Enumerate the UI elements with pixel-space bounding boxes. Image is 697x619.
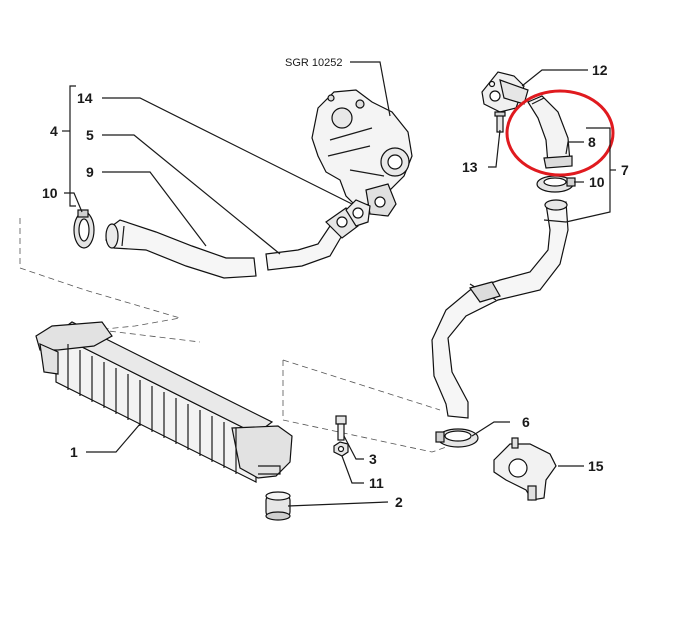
callout-10-left: 10 [42, 185, 58, 201]
callout-2: 2 [395, 494, 403, 510]
clamp-10-right [536, 175, 576, 193]
intercooler [35, 321, 293, 483]
callout-14: 14 [77, 90, 93, 106]
nut-11 [333, 441, 349, 457]
callout-5: 5 [86, 127, 94, 143]
callout-8: 8 [588, 134, 596, 150]
leader-lines [62, 61, 616, 507]
callout-13: 13 [462, 159, 478, 175]
clamp-10-left [73, 209, 95, 249]
stud-13 [494, 111, 506, 133]
clamp-6 [435, 428, 479, 448]
callout-11: 11 [369, 475, 384, 491]
callout-10-right: 10 [589, 174, 605, 190]
callout-3: 3 [369, 451, 377, 467]
mount-2 [265, 491, 291, 521]
reference-code: SGR 10252 [285, 57, 342, 69]
bolt-3 [335, 415, 347, 441]
callout-labels: 14 5 9 4 10 12 8 13 7 10 1 6 15 3 11 2 S… [42, 57, 629, 510]
pipe-5 [265, 207, 359, 271]
hose-9 [105, 219, 257, 279]
flange-12 [481, 71, 529, 113]
gasket-14 [345, 199, 371, 227]
callout-4: 4 [50, 123, 58, 139]
callout-12: 12 [592, 62, 608, 78]
callout-15: 15 [588, 458, 604, 474]
callout-6: 6 [522, 414, 530, 430]
callout-1: 1 [70, 444, 78, 460]
hose-8 [527, 95, 573, 169]
callout-7: 7 [621, 162, 629, 178]
callout-9: 9 [86, 164, 94, 180]
bracket-15 [493, 437, 557, 501]
turbocharger [311, 89, 413, 217]
dashed-guide-lines [19, 218, 479, 453]
highlight-circle [505, 89, 615, 177]
hose-7 [431, 199, 569, 419]
